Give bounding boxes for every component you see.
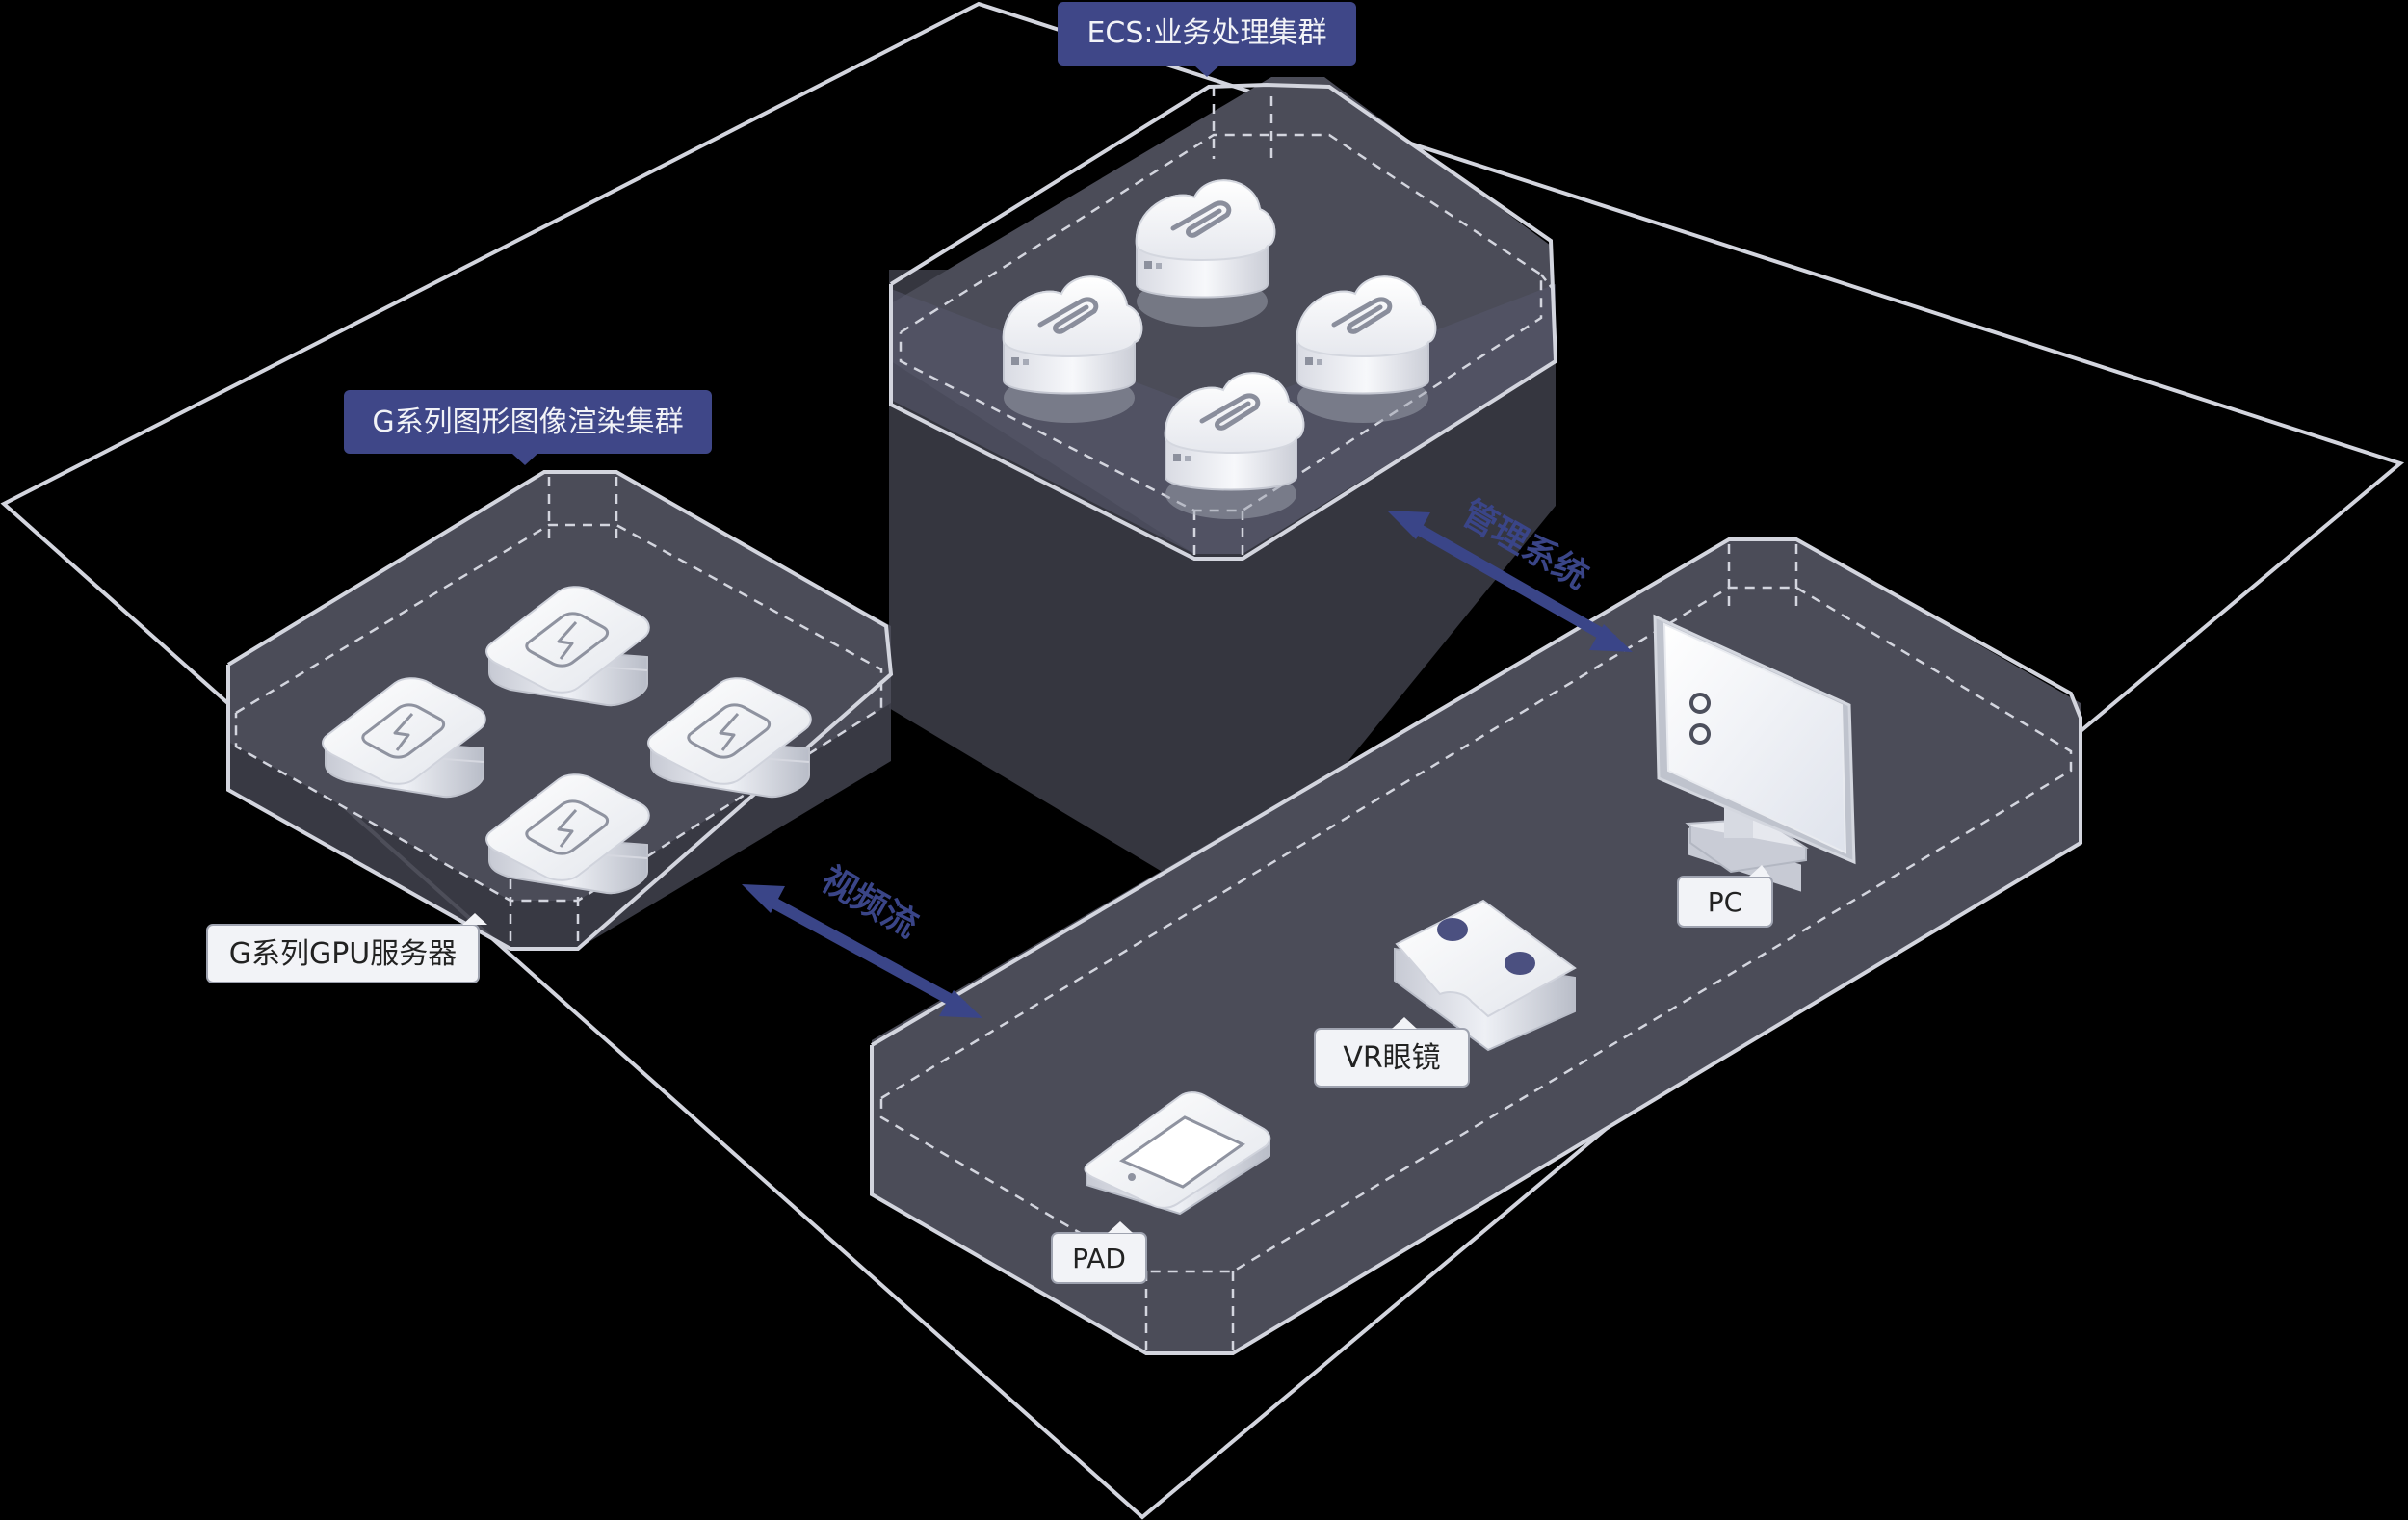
pc-callout: PC: [1677, 865, 1773, 928]
vr-callout: VR眼镜: [1314, 1017, 1470, 1088]
g-cluster-tag: G系列图形图像渲染集群: [344, 390, 712, 465]
vr-label: VR眼镜: [1343, 1041, 1440, 1075]
tablet-icon: [1084, 1091, 1271, 1216]
video-stream-arrow: 视频流: [742, 859, 982, 1018]
pc-monitor-icon: [1653, 614, 1856, 892]
gpu-server-callout: G系列GPU服务器: [206, 913, 487, 983]
pad-callout: PAD: [1051, 1221, 1147, 1284]
vr-goggles-icon: [1394, 899, 1577, 1052]
ecs-cluster-label: ECS:业务处理集群: [1086, 16, 1326, 50]
pc-label: PC: [1708, 886, 1742, 918]
pad-label: PAD: [1072, 1243, 1126, 1274]
ecs-cluster-tag: ECS:业务处理集群: [1058, 2, 1356, 77]
g-cluster-label: G系列图形图像渲染集群: [372, 406, 683, 439]
gpu-server-label: G系列GPU服务器: [229, 937, 458, 971]
